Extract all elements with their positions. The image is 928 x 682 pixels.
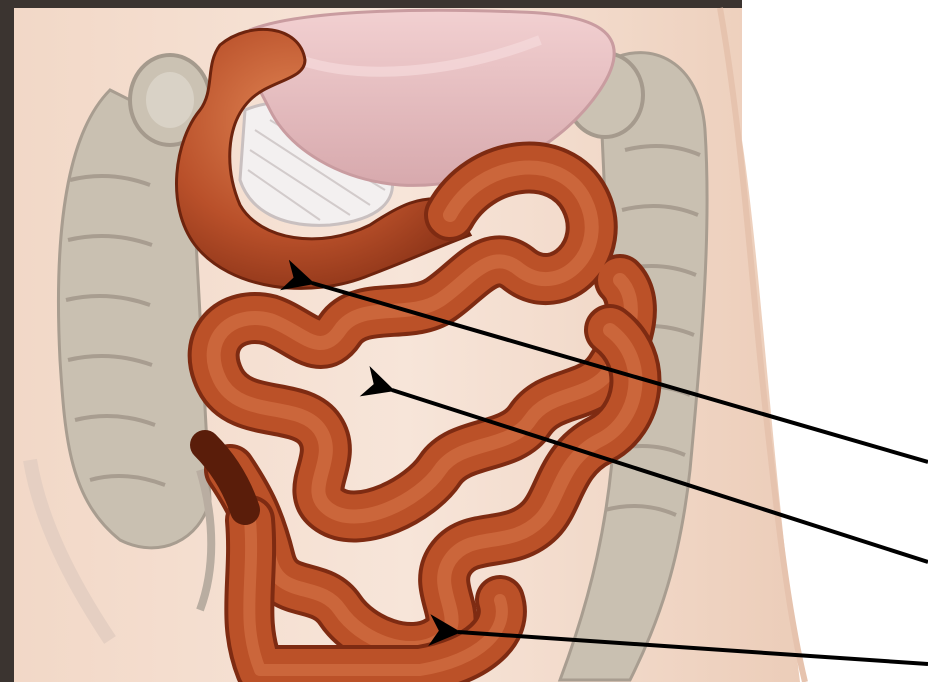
- frame-left-edge: [0, 0, 14, 682]
- frame-top-edge: [0, 0, 742, 8]
